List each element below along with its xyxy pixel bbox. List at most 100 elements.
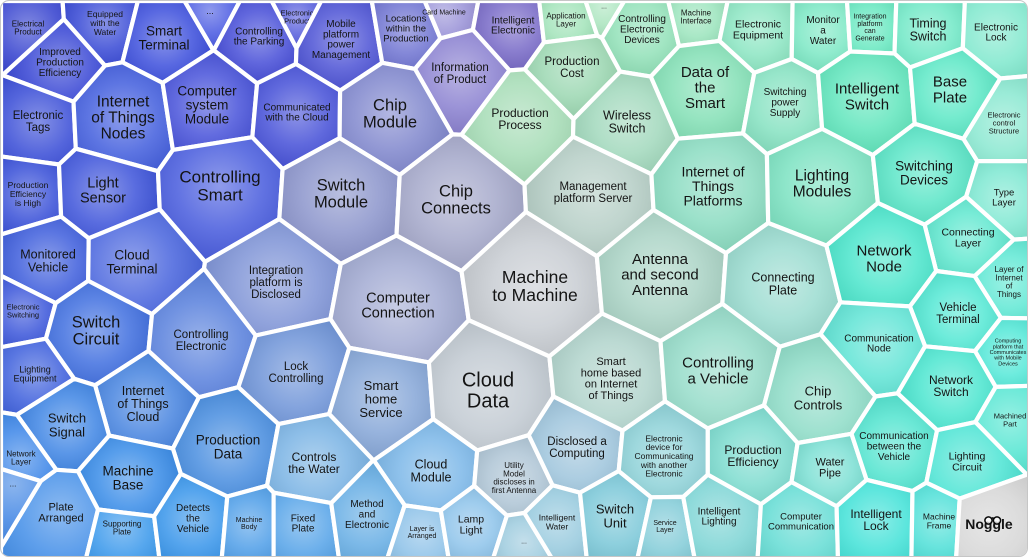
cell-area-noggle[interactable] xyxy=(954,472,1028,557)
cell-area-plate-arranged[interactable] xyxy=(1,467,101,557)
cell-area-dots-2[interactable] xyxy=(1,466,43,550)
cell-label-dots-1: ... xyxy=(601,4,607,11)
cell-label-dots-2: ... xyxy=(10,480,17,489)
cell-label-card-machine: Card Machine xyxy=(422,10,466,17)
cell-label-dots: ... xyxy=(206,6,214,16)
noggle-glasses-icon xyxy=(984,516,1002,525)
cell-label-dots-3: ... xyxy=(521,539,527,546)
